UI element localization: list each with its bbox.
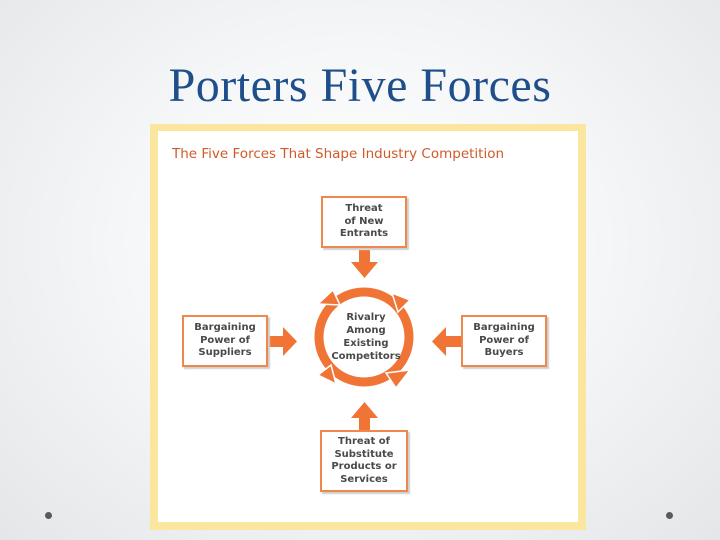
arrow-from-buyers — [432, 327, 461, 356]
ring-arrowhead-top-right — [390, 291, 412, 314]
buyer-power-box: Bargaining Power of Buyers — [461, 315, 547, 367]
bullet-dot-right — [666, 512, 673, 519]
threat-of-substitutes-label: Threat of Substitute Products or Service… — [331, 436, 397, 485]
threat-of-new-entrants-box: Threat of New Entrants — [321, 196, 407, 248]
supplier-power-box: Bargaining Power of Suppliers — [182, 315, 268, 367]
arrow-from-suppliers — [268, 327, 297, 356]
figure-title: The Five Forces That Shape Industry Comp… — [172, 146, 505, 162]
ring-arrowhead-top-left — [316, 288, 342, 306]
threat-of-new-entrants-label: Threat of New Entrants — [339, 203, 389, 240]
supplier-power-label: Bargaining Power of Suppliers — [194, 322, 256, 359]
buyer-power-label: Bargaining Power of Buyers — [473, 322, 535, 359]
arrow-from-substitutes — [351, 402, 378, 431]
threat-of-substitutes-box: Threat of Substitute Products or Service… — [320, 430, 408, 492]
arrow-from-new-entrants — [351, 250, 378, 278]
rivalry-ring — [314, 287, 414, 387]
slide-title: Porters Five Forces — [168, 59, 552, 112]
bullet-dot-left — [45, 512, 52, 519]
rivalry-label: Rivalry Among Existing Competitors — [331, 312, 401, 362]
ring-arrowhead-bottom-left — [316, 363, 338, 386]
ring-arrowhead-bottom-right — [384, 369, 412, 390]
